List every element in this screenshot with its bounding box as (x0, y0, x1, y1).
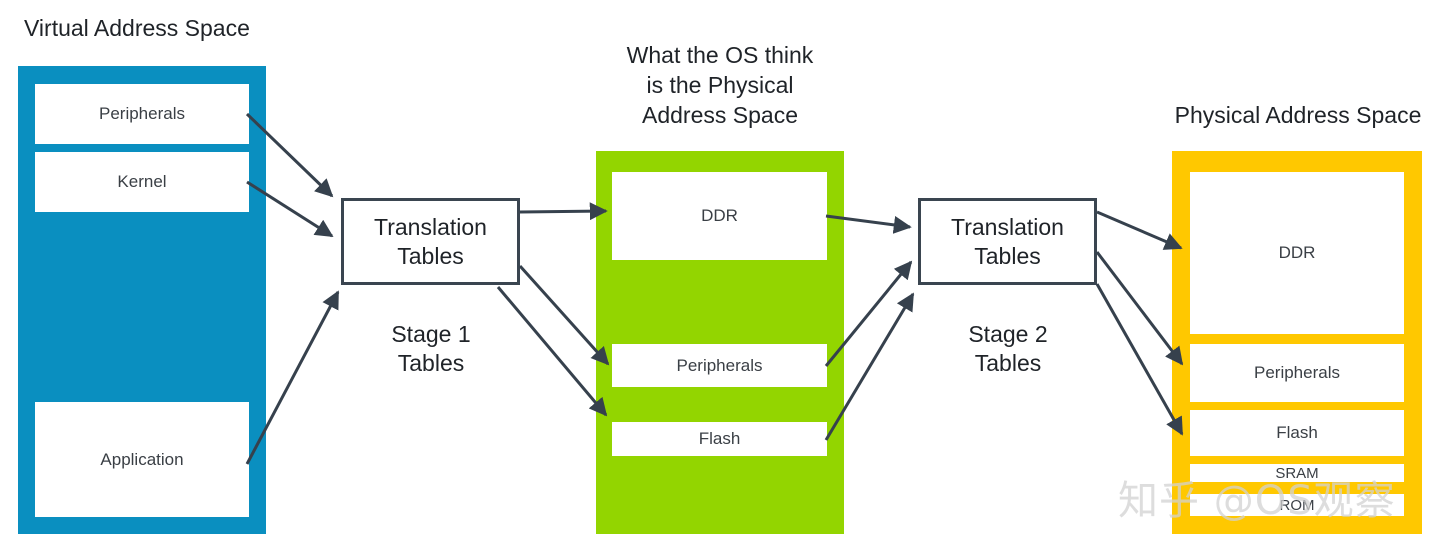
os-physical-address-space-title: What the OS think is the Physical Addres… (626, 42, 814, 128)
arrow-stage2-to-physical-peripherals (1095, 251, 1184, 366)
watermark: 知乎 @OS观察 (1118, 478, 1396, 524)
physical-region-rom: ROM (1190, 494, 1404, 516)
physical-address-space-title: Physical Address Space (1174, 102, 1422, 128)
physical-address-space: DDR Peripherals Flash SRAM ROM (1172, 151, 1422, 534)
os-region-peripherals: Peripherals (612, 344, 827, 387)
arrow-virtual-kernel-to-stage1 (246, 180, 334, 238)
virtual-region-application: Application (35, 402, 249, 517)
physical-region-peripherals: Peripherals (1190, 344, 1404, 402)
physical-region-sram: SRAM (1190, 464, 1404, 482)
stage2-tables-label: Stage 2 Tables (968, 321, 1048, 376)
arrow-os-ddr-to-stage2 (825, 214, 912, 234)
physical-region-ddr: DDR (1190, 172, 1404, 334)
arrow-os-peripherals-to-stage2 (824, 260, 913, 367)
arrow-virtual-application-to-stage1 (245, 290, 340, 465)
arrow-os-flash-to-stage2 (824, 292, 915, 441)
virtual-address-space-title: Virtual Address Space (24, 15, 250, 41)
virtual-region-peripherals: Peripherals (35, 84, 249, 144)
arrow-stage1-to-os-peripherals (518, 264, 610, 366)
arrow-stage1-to-os-flash (496, 286, 608, 417)
os-physical-address-space: DDR Peripherals Flash (596, 151, 844, 534)
os-region-flash: Flash (612, 422, 827, 456)
stage1-tables-label: Stage 1 Tables (391, 321, 471, 376)
arrow-stage1-to-os-ddr (519, 202, 608, 221)
stage1-translation-tables: Translation Tables (341, 198, 520, 285)
os-region-ddr: DDR (612, 172, 827, 260)
arrow-stage2-to-physical-flash (1095, 283, 1184, 436)
stage2-translation-tables: Translation Tables (918, 198, 1097, 285)
arrow-stage2-to-physical-ddr (1096, 210, 1183, 250)
virtual-region-kernel: Kernel (35, 152, 249, 212)
virtual-address-space: Peripherals Kernel Application (18, 66, 266, 534)
physical-region-flash: Flash (1190, 410, 1404, 456)
arrow-virtual-peripherals-to-stage1 (245, 112, 334, 198)
